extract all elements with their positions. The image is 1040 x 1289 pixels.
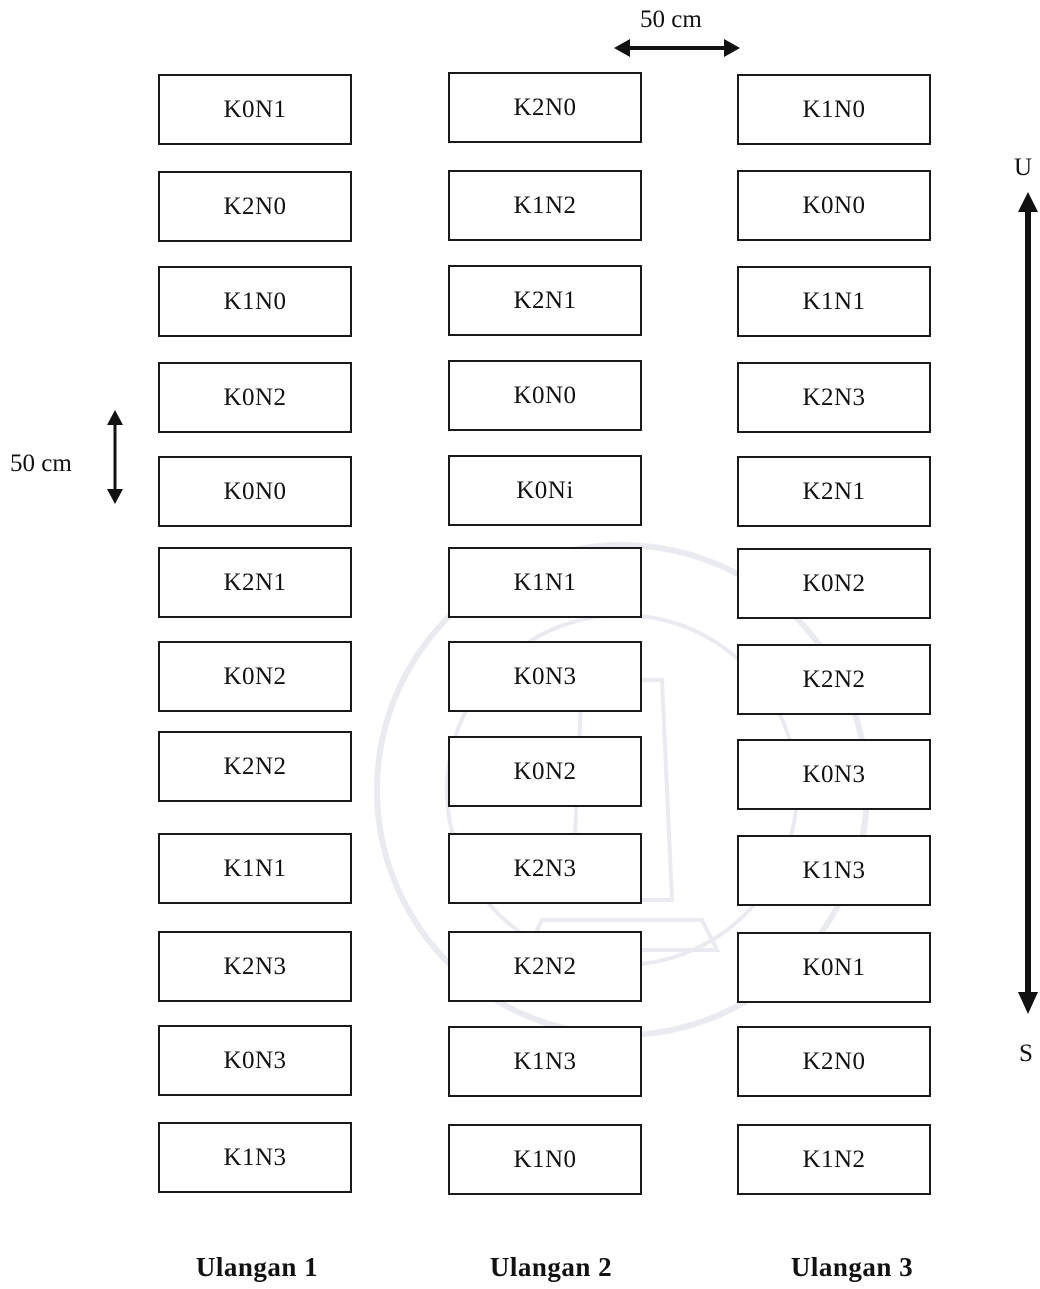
plot-label: K0N2 — [513, 757, 577, 785]
plot-box: K2N0 — [737, 1026, 931, 1097]
plot-box: K1N3 — [158, 1122, 352, 1193]
plot-box: K0N2 — [158, 641, 352, 712]
plot-label: K2N3 — [802, 383, 866, 411]
plot-box: K0N3 — [158, 1025, 352, 1096]
plot-box: K2N3 — [158, 931, 352, 1002]
plot-box: K0N0 — [158, 456, 352, 527]
compass-north-label: U — [1014, 154, 1033, 181]
plot-box: K2N2 — [737, 644, 931, 715]
double-arrow-horizontal-icon — [614, 39, 740, 57]
plot-label: K1N3 — [513, 1047, 577, 1075]
plot-label: K2N0 — [513, 93, 577, 121]
plot-label: K2N2 — [802, 665, 866, 693]
vertical-spacing-label: 50 cm — [10, 450, 72, 477]
plot-box: K2N2 — [448, 931, 642, 1002]
plot-label: K0N0 — [223, 477, 287, 505]
plot-label: K0N3 — [223, 1046, 287, 1074]
plot-label: K0N3 — [513, 662, 577, 690]
compass-south-label: S — [1019, 1040, 1033, 1067]
plot-label: K0N1 — [223, 95, 287, 123]
plot-label: K2N0 — [223, 192, 287, 220]
plot-label: K2N1 — [513, 286, 577, 314]
plot-label: K1N0 — [223, 287, 287, 315]
north-south-axis-arrow-icon — [1018, 192, 1038, 1014]
plot-label: K1N3 — [223, 1143, 287, 1171]
plot-label: K1N0 — [802, 95, 866, 123]
horizontal-spacing-label: 50 cm — [640, 6, 702, 33]
plot-box: K1N2 — [448, 170, 642, 241]
plot-label: K0N2 — [802, 569, 866, 597]
plot-box: K1N1 — [448, 547, 642, 618]
plot-box: K2N3 — [448, 833, 642, 904]
plot-box: K2N3 — [737, 362, 931, 433]
column-label-ulangan-3: Ulangan 3 — [790, 1252, 914, 1282]
plot-box: K2N0 — [448, 72, 642, 143]
plot-label: K2N2 — [223, 752, 287, 780]
plot-box: K1N3 — [737, 835, 931, 906]
plot-label: K1N2 — [513, 191, 577, 219]
plot-box: K0N2 — [158, 362, 352, 433]
plot-label: K0Ni — [516, 476, 574, 504]
plot-box: K2N0 — [158, 171, 352, 242]
plot-box: K0N1 — [737, 932, 931, 1003]
plot-label: K0N2 — [223, 383, 287, 411]
plot-box: K0N3 — [448, 641, 642, 712]
plot-box: K0N0 — [737, 170, 931, 241]
plot-label: K1N2 — [802, 1145, 866, 1173]
plot-label: K1N1 — [223, 854, 287, 882]
plot-label: K0N0 — [513, 381, 577, 409]
plot-box: K0Ni — [448, 455, 642, 526]
plot-label: K2N1 — [802, 477, 866, 505]
plot-box: K1N0 — [448, 1124, 642, 1195]
plot-box: K0N1 — [158, 74, 352, 145]
plot-label: K2N3 — [223, 952, 287, 980]
plot-label: K2N3 — [513, 854, 577, 882]
double-arrow-vertical-icon — [107, 410, 123, 504]
plot-box: K1N0 — [737, 74, 931, 145]
column-label-ulangan-1: Ulangan 1 — [195, 1252, 319, 1282]
plot-box: K1N0 — [158, 266, 352, 337]
plot-box: K1N3 — [448, 1026, 642, 1097]
plot-label: K0N1 — [802, 953, 866, 981]
plot-label: K1N3 — [802, 856, 866, 884]
plot-label: K2N2 — [513, 952, 577, 980]
column-label-ulangan-2: Ulangan 2 — [489, 1252, 613, 1282]
plot-box: K2N1 — [158, 547, 352, 618]
plot-box: K0N3 — [737, 739, 931, 810]
plot-label: K2N0 — [802, 1047, 866, 1075]
plot-label: K0N3 — [802, 760, 866, 788]
plot-label: K0N0 — [802, 191, 866, 219]
plot-label: K1N1 — [513, 568, 577, 596]
plot-label: K1N1 — [802, 287, 866, 315]
plot-box: K2N1 — [448, 265, 642, 336]
plot-box: K0N2 — [737, 548, 931, 619]
plot-box: K0N2 — [448, 736, 642, 807]
plot-box: K0N0 — [448, 360, 642, 431]
plot-box: K1N2 — [737, 1124, 931, 1195]
plot-label: K2N1 — [223, 568, 287, 596]
plot-label: K1N0 — [513, 1145, 577, 1173]
plot-box: K1N1 — [158, 833, 352, 904]
plot-box: K1N1 — [737, 266, 931, 337]
plot-label: K0N2 — [223, 662, 287, 690]
plot-box: K2N1 — [737, 456, 931, 527]
plot-box: K2N2 — [158, 731, 352, 802]
